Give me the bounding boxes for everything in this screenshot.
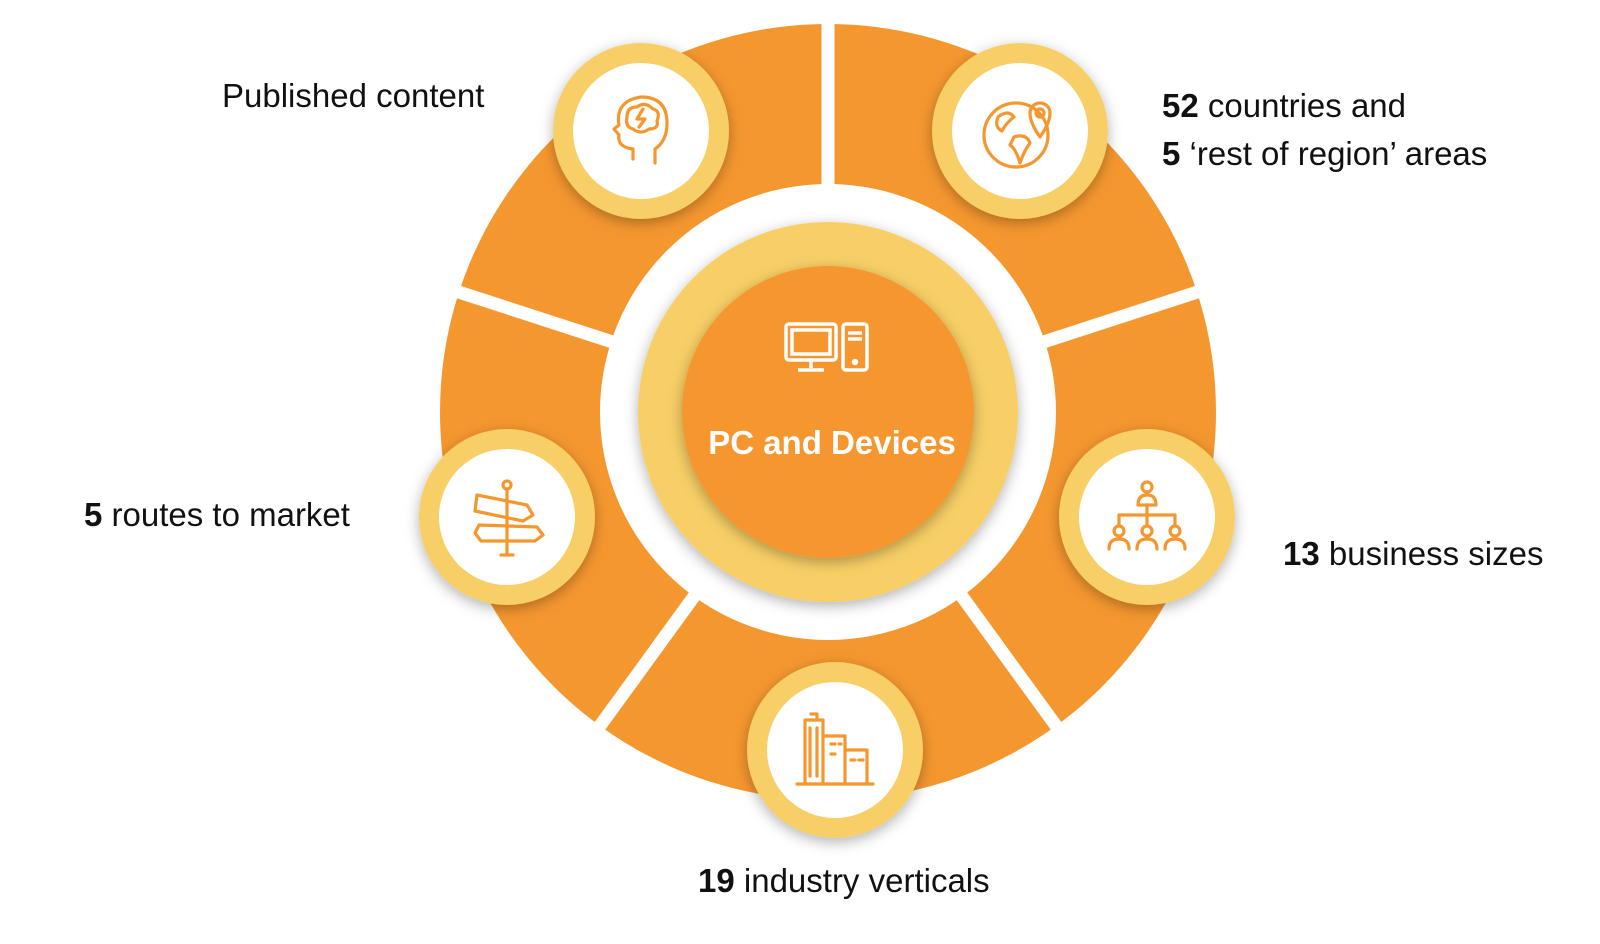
desktop-computer-icon (784, 322, 869, 372)
center-circle (682, 266, 974, 558)
label-industry-verticals: 19 industry verticals (698, 857, 990, 905)
label-business-sizes: 13 business sizes (1283, 530, 1543, 578)
label-text: Published content (222, 77, 485, 114)
label-published-content: Published content (222, 72, 484, 120)
label-countries: 52 countries and 5 ‘rest of region’ area… (1162, 82, 1487, 178)
badge-countries (932, 43, 1108, 219)
badge-industry (747, 662, 923, 838)
label-text: industry verticals (734, 862, 990, 899)
label-text: ‘rest of region’ areas (1180, 135, 1488, 172)
label-number: 5 (84, 496, 103, 533)
center-title: PC and Devices (708, 424, 956, 461)
label-routes-to-market: 5 routes to market (84, 491, 350, 539)
signpost-icon (473, 479, 545, 557)
label-number: 13 (1283, 535, 1320, 572)
badge-routes (419, 429, 595, 605)
org-chart-icon (1107, 480, 1187, 551)
badge-inner (952, 63, 1088, 199)
badge-business (1059, 429, 1235, 605)
brain-head-icon (612, 95, 669, 165)
badge-inner (767, 682, 903, 818)
label-number: 19 (698, 862, 735, 899)
label-number: 52 (1162, 87, 1199, 124)
badge-published (553, 43, 729, 219)
label-number: 5 (1162, 135, 1181, 172)
label-text: routes to market (102, 496, 350, 533)
buildings-icon (795, 712, 875, 786)
label-text: business sizes (1319, 535, 1544, 572)
label-text: countries and (1198, 87, 1407, 124)
globe-location-icon (982, 101, 1052, 169)
